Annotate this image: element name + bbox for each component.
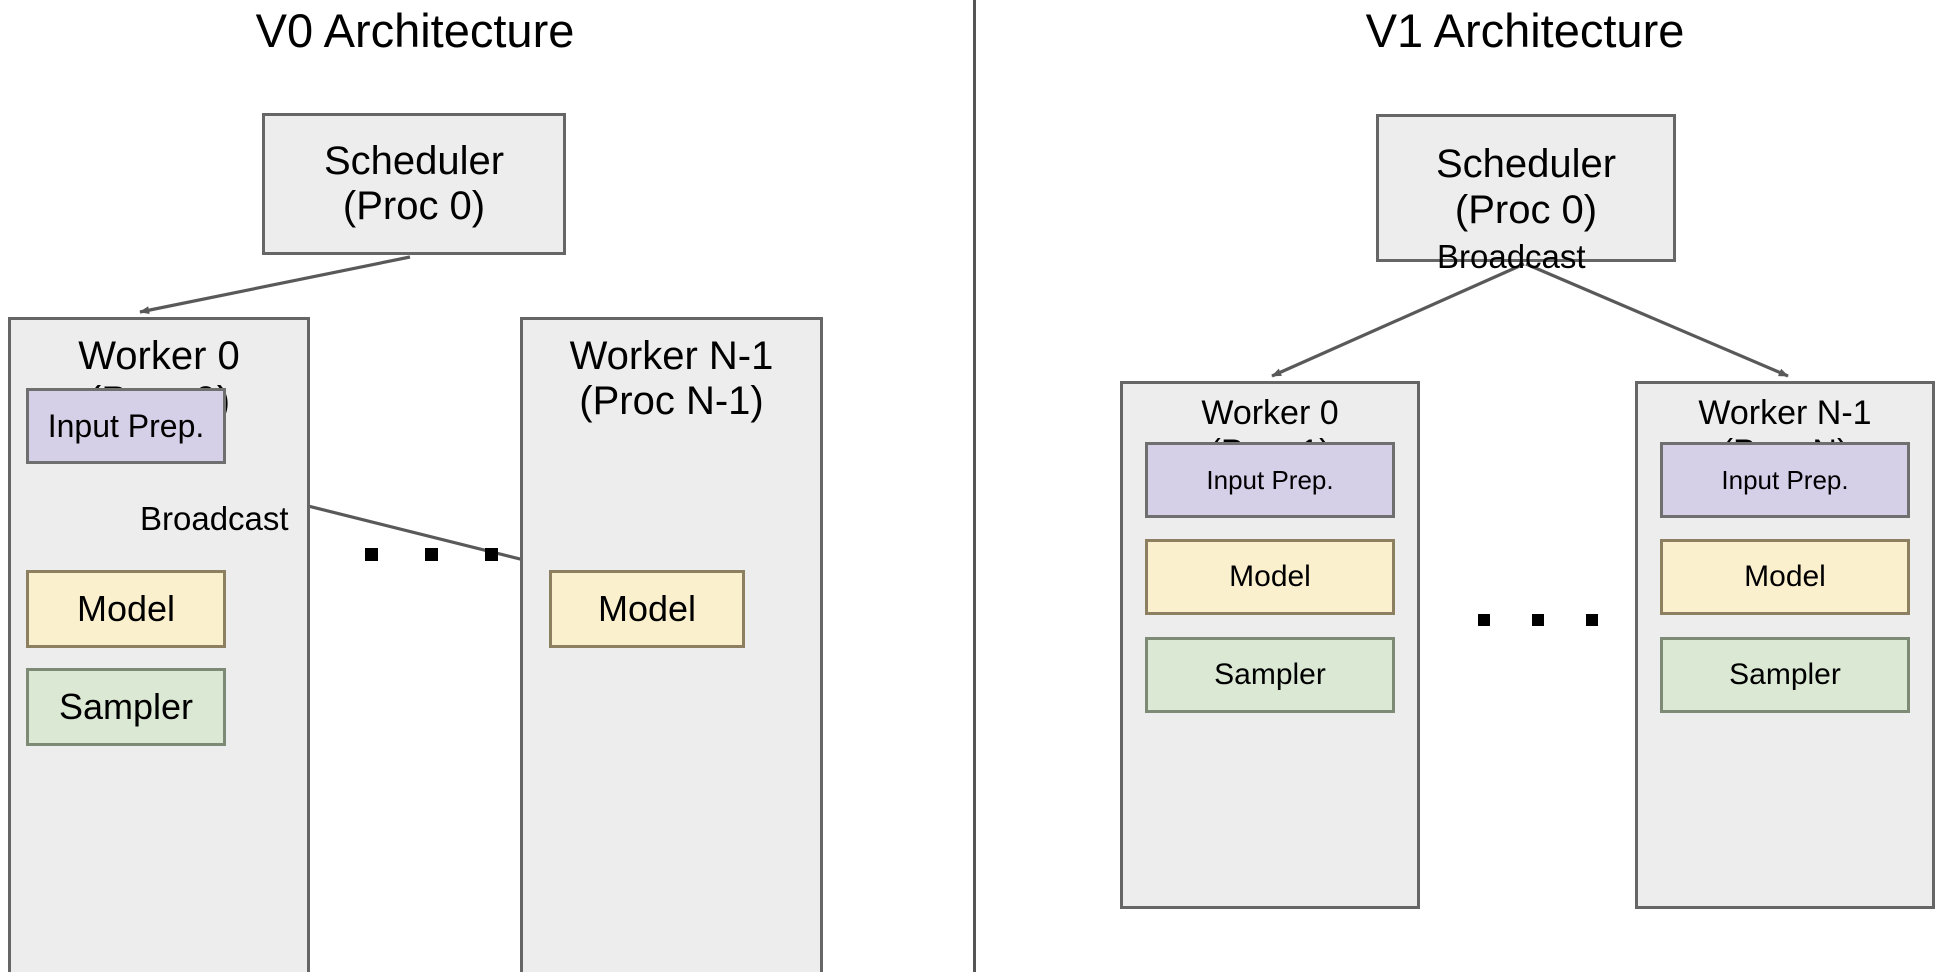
v1-worker-n-1-sampler-label: Sampler bbox=[1729, 658, 1841, 691]
v1-scheduler-label: Scheduler (Proc 0) bbox=[1435, 142, 1617, 232]
v0-worker-0-input-prep-box[interactable]: Input Prep. bbox=[26, 388, 226, 464]
v0-scheduler-box[interactable]: Scheduler (Proc 0) bbox=[262, 113, 566, 255]
v0-worker-n-1-label: Worker N-1 (Proc N-1) bbox=[569, 334, 774, 423]
v0-ellipsis bbox=[365, 548, 498, 561]
v0-worker-0-input-prep-label: Input Prep. bbox=[47, 407, 205, 444]
v1-ellipsis-dot-3 bbox=[1586, 614, 1598, 626]
v1-broadcast-label: Broadcast bbox=[1437, 238, 1586, 275]
v1-worker-n-1-input-prep-label: Input Prep. bbox=[1721, 464, 1849, 495]
panel-title-v0: V0 Architecture bbox=[255, 4, 575, 57]
v1-worker-0-input-prep-box[interactable]: Input Prep. bbox=[1145, 442, 1395, 518]
v1-scheduler-box[interactable]: Scheduler (Proc 0) bbox=[1376, 114, 1676, 262]
v0-ellipsis-dot-2 bbox=[425, 548, 438, 561]
v0-scheduler-label: Scheduler (Proc 0) bbox=[323, 139, 505, 228]
v0-worker-0-sampler-label: Sampler bbox=[58, 686, 194, 727]
v1-worker-0-model-box[interactable]: Model bbox=[1145, 539, 1395, 615]
panel-divider bbox=[973, 0, 976, 972]
v1-worker-0-model-label: Model bbox=[1229, 560, 1311, 593]
v0-worker-0-model-label: Model bbox=[76, 588, 176, 629]
v0-worker-n-1-model-label: Model bbox=[597, 588, 697, 629]
v0-worker-n-1-model-box[interactable]: Model bbox=[549, 570, 745, 648]
v0-broadcast-label: Broadcast bbox=[140, 500, 289, 537]
arrow-v0-scheduler-to-worker0 bbox=[139, 255, 411, 315]
v1-ellipsis-dot-1 bbox=[1478, 614, 1490, 626]
v1-worker-n-1-input-prep-box[interactable]: Input Prep. bbox=[1660, 442, 1910, 518]
v1-worker-0-sampler-box[interactable]: Sampler bbox=[1145, 637, 1395, 713]
arrow-v1-scheduler-to-workerN bbox=[1525, 262, 1789, 378]
v1-ellipsis-dot-2 bbox=[1532, 614, 1544, 626]
v0-worker-0-model-box[interactable]: Model bbox=[26, 570, 226, 648]
v1-worker-n-1-model-box[interactable]: Model bbox=[1660, 539, 1910, 615]
v1-worker-0-input-prep-label: Input Prep. bbox=[1206, 464, 1334, 495]
v1-worker-0-sampler-label: Sampler bbox=[1214, 658, 1326, 691]
v0-worker-0-sampler-box[interactable]: Sampler bbox=[26, 668, 226, 746]
arrow-v1-scheduler-to-worker0 bbox=[1271, 262, 1525, 378]
v1-worker-n-1-model-label: Model bbox=[1744, 560, 1826, 593]
panel-title-v1: V1 Architecture bbox=[1365, 4, 1685, 57]
v1-ellipsis bbox=[1478, 614, 1598, 626]
v0-ellipsis-dot-3 bbox=[485, 548, 498, 561]
v1-worker-n-1-sampler-box[interactable]: Sampler bbox=[1660, 637, 1910, 713]
v0-ellipsis-dot-1 bbox=[365, 548, 378, 561]
